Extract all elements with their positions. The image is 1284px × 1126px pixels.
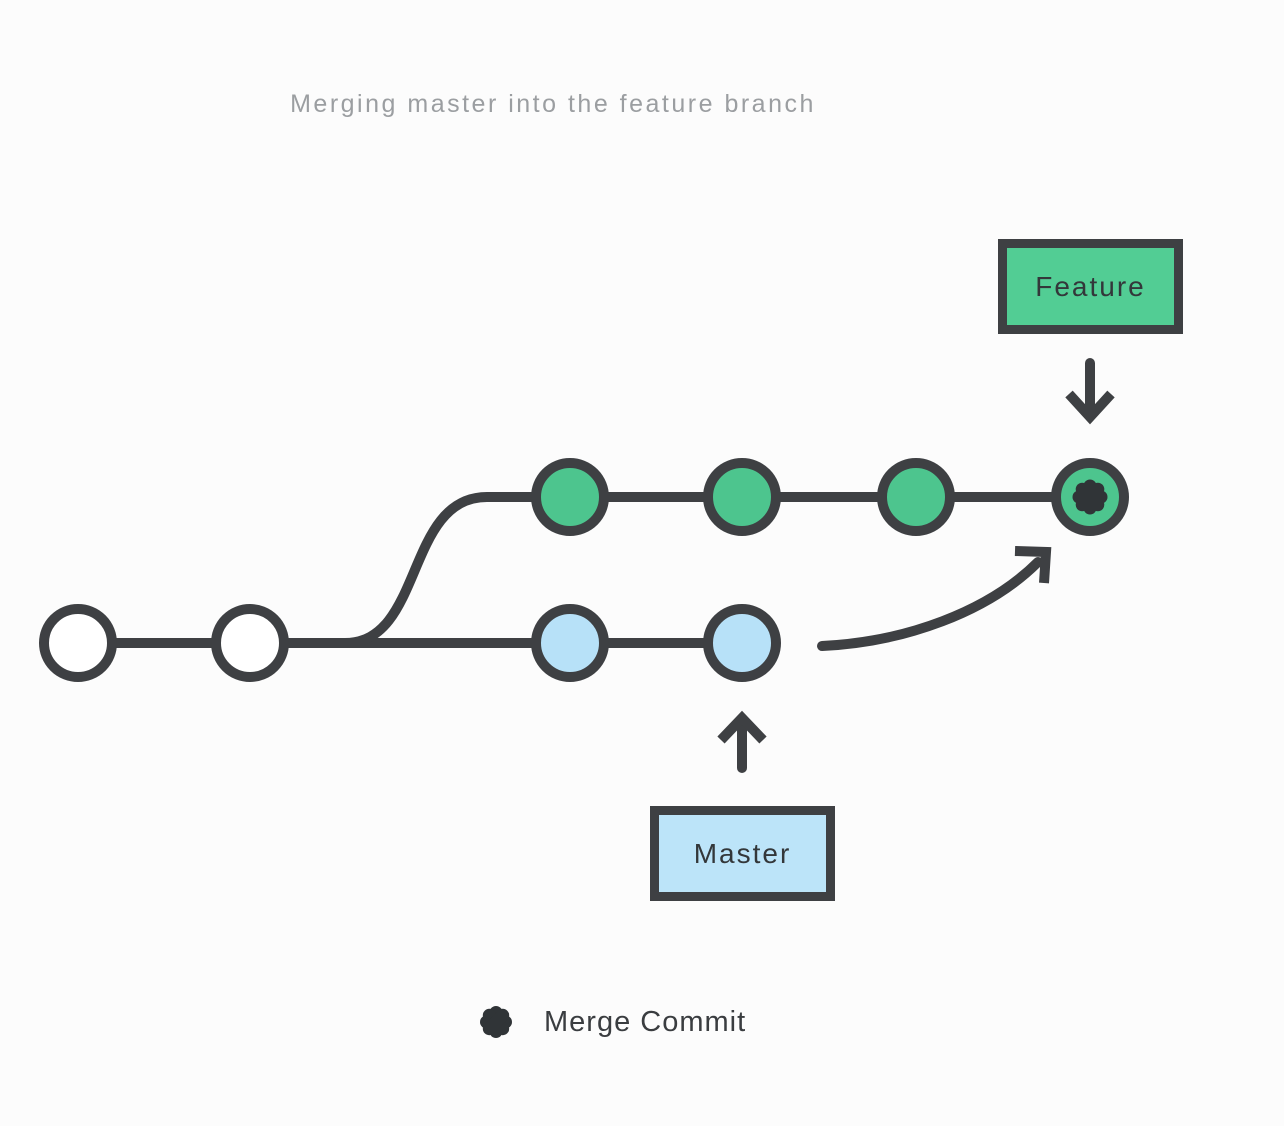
merge-arrowhead-icon bbox=[1014, 546, 1052, 584]
commit-node-feature-2 bbox=[703, 458, 781, 536]
merge-arrow-shaft bbox=[817, 557, 1043, 651]
commit-node-initial-1 bbox=[39, 604, 117, 682]
diagram-title: Merging master into the feature branch bbox=[290, 90, 816, 118]
commit-node-feature-1 bbox=[531, 458, 609, 536]
commit-node-feature-3 bbox=[877, 458, 955, 536]
commit-node-master-1 bbox=[531, 604, 609, 682]
commit-node-master-2 bbox=[703, 604, 781, 682]
master-label-text: Master bbox=[693, 837, 792, 869]
feature-label-arrow bbox=[1065, 358, 1115, 425]
merge-arrow bbox=[817, 546, 1052, 651]
feature-label-text: Feature bbox=[1035, 270, 1146, 302]
legend-merge-commit-label: Merge Commit bbox=[544, 1005, 747, 1038]
merge-commit-asterisk-icon bbox=[1072, 479, 1108, 515]
commit-node-initial-2 bbox=[211, 604, 289, 682]
master-label-arrow bbox=[717, 710, 767, 773]
master-branch-label: Master bbox=[650, 806, 835, 901]
feature-branch-label: Feature bbox=[998, 239, 1183, 334]
down-arrow-icon bbox=[1065, 390, 1115, 425]
up-arrow-icon bbox=[717, 710, 767, 744]
merge-commit-node bbox=[1051, 458, 1129, 536]
legend-merge-commit-icon bbox=[480, 1006, 512, 1038]
legend: Merge Commit bbox=[470, 996, 746, 1048]
branch-split-curve bbox=[344, 492, 488, 648]
